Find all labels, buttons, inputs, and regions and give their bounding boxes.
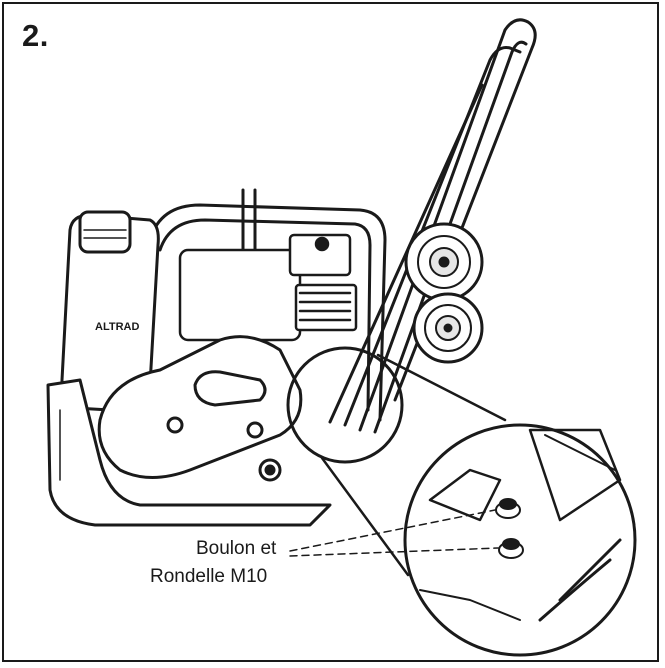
belt-guard bbox=[97, 335, 303, 479]
transport-wheel-lower bbox=[412, 292, 484, 364]
protection-frame bbox=[148, 188, 387, 422]
base-plate bbox=[46, 378, 332, 527]
engine bbox=[178, 233, 358, 342]
brand-logo: ALTRAD bbox=[95, 321, 139, 333]
fuel-tank bbox=[60, 210, 160, 412]
zoom-detail-circle bbox=[403, 423, 637, 657]
bolt-upper bbox=[495, 498, 521, 519]
bolt-lower bbox=[498, 538, 524, 559]
step-number: 2. bbox=[22, 18, 49, 53]
callout-label-line2: Rondelle M10 bbox=[150, 566, 268, 587]
callout-leader-lines bbox=[289, 509, 499, 557]
callout-label-line1: Boulon et bbox=[196, 538, 277, 559]
zoom-connector bbox=[320, 353, 507, 577]
transport-wheel-upper bbox=[404, 222, 484, 302]
zoom-source-circle bbox=[286, 346, 404, 464]
